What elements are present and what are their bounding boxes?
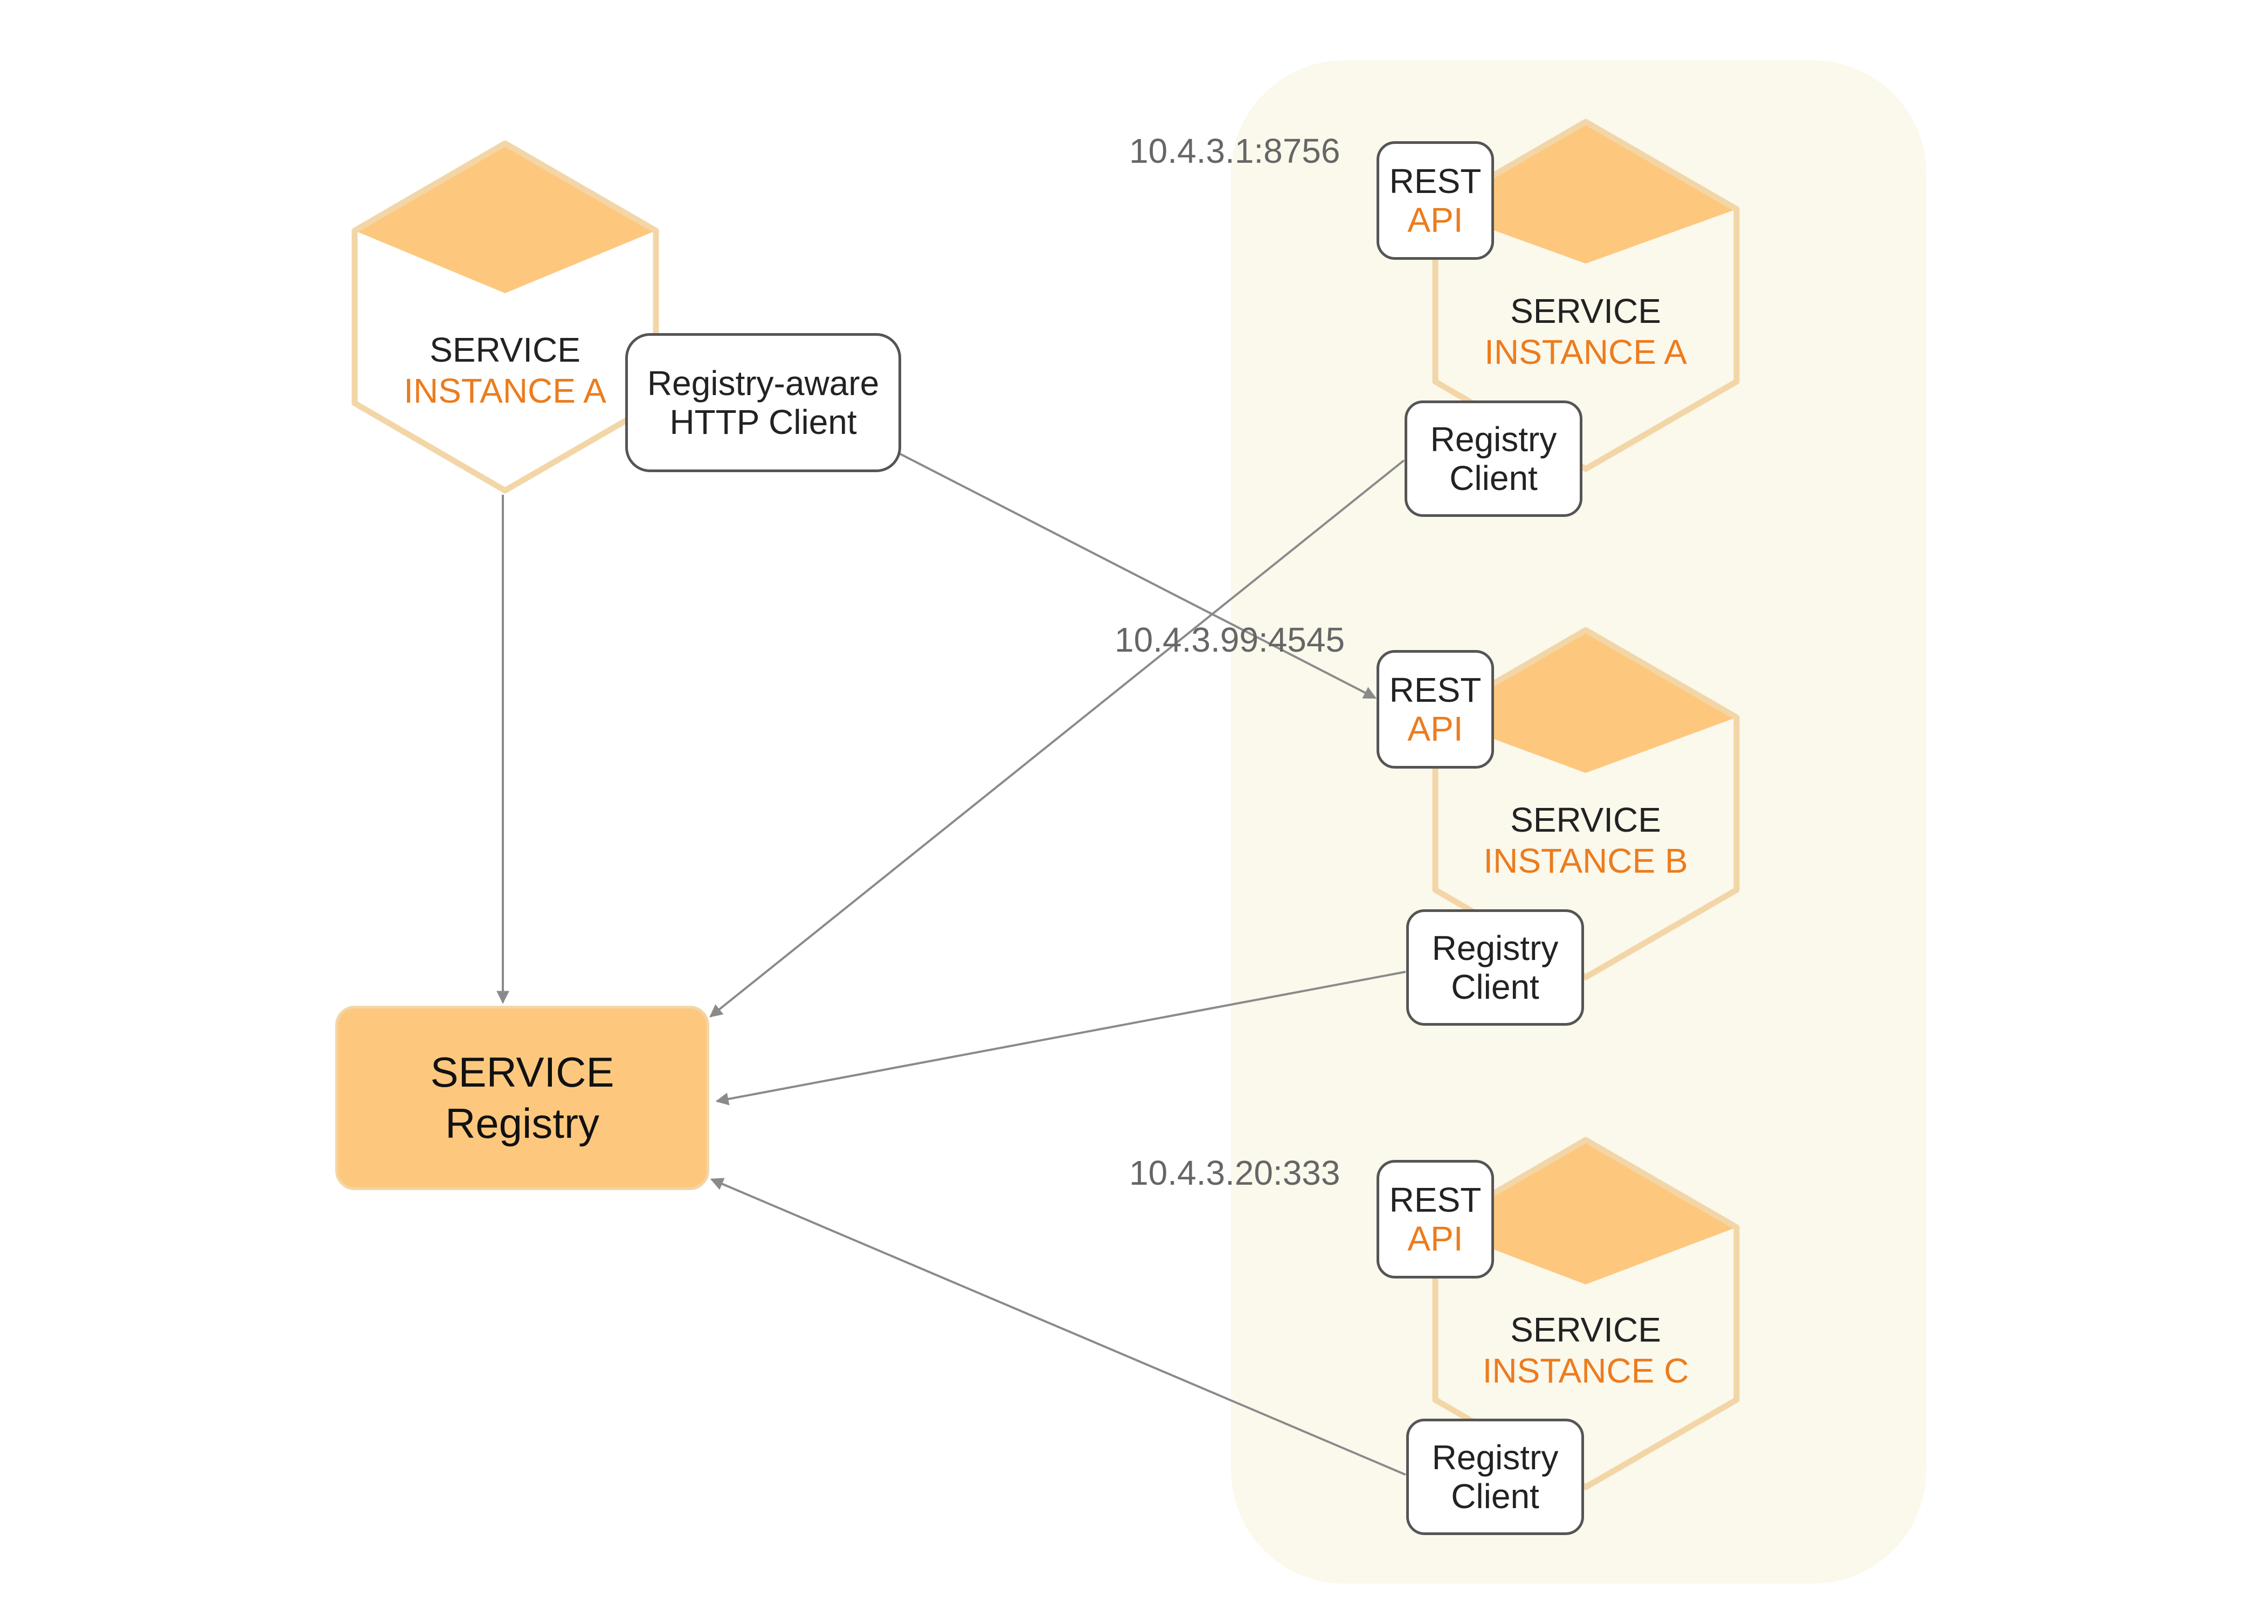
instance-c-title: SERVICE — [1510, 1310, 1661, 1349]
instance-a-registry-client-line2: Client — [1449, 459, 1538, 497]
http-client-label-line2: HTTP Client — [669, 403, 857, 441]
instance-a-registry-client-line1: Registry — [1430, 419, 1557, 459]
registry-subtitle: Registry — [445, 1100, 600, 1147]
client-service-label: SERVICE INSTANCE A — [386, 330, 624, 411]
instance-b-registry-client-line2: Client — [1451, 968, 1539, 1006]
instance-c-label: SERVICE INSTANCE C — [1467, 1310, 1704, 1391]
instance-a-ip-address: 10.4.3.1:8756 — [1129, 132, 1340, 170]
arrow-registry-client-c-to-registry — [710, 1178, 1406, 1476]
client-service-title: SERVICE — [430, 330, 580, 369]
instance-c-api-label: API — [1407, 1219, 1463, 1258]
instance-a-registry-client[interactable]: Registry Client — [1405, 400, 1582, 517]
instance-a-rest-api[interactable]: REST API — [1377, 141, 1494, 260]
instance-b-ip-address: 10.4.3.99:4545 — [1115, 620, 1345, 659]
instance-a-name: INSTANCE A — [1484, 332, 1687, 371]
arrow-registry-client-b-to-registry — [715, 971, 1406, 1105]
instance-c-registry-client-line1: Registry — [1432, 1438, 1559, 1477]
instance-c-registry-client-line2: Client — [1451, 1477, 1539, 1516]
instance-b-rest-api[interactable]: REST API — [1377, 650, 1494, 769]
instance-c-ip-address: 10.4.3.20:333 — [1129, 1153, 1340, 1192]
service-registry-box[interactable]: SERVICE Registry — [335, 1006, 709, 1190]
http-client-label-line1: Registry-aware — [647, 363, 880, 403]
instance-b-label: SERVICE INSTANCE B — [1467, 800, 1704, 881]
registry-aware-http-client[interactable]: Registry-aware HTTP Client — [625, 333, 901, 472]
instance-a-rest-label: REST — [1389, 161, 1482, 201]
instance-c-name: INSTANCE C — [1482, 1351, 1689, 1390]
instance-a-title: SERVICE — [1510, 292, 1661, 330]
arrow-registry-client-a-to-registry — [709, 459, 1405, 1018]
instance-b-title: SERVICE — [1510, 800, 1661, 839]
instance-b-name: INSTANCE B — [1483, 841, 1688, 880]
instance-c-rest-label: REST — [1389, 1180, 1482, 1219]
instance-a-api-label: API — [1407, 201, 1463, 239]
instance-c-rest-api[interactable]: REST API — [1377, 1160, 1494, 1279]
instance-b-api-label: API — [1407, 709, 1463, 748]
instance-a-label: SERVICE INSTANCE A — [1467, 291, 1704, 372]
client-service-hexagon — [351, 140, 659, 494]
instance-b-rest-label: REST — [1389, 670, 1482, 709]
instance-b-registry-client-line1: Registry — [1432, 928, 1559, 968]
arrow-http-client-to-rest-api-b — [895, 451, 1377, 699]
client-service-instance-name: INSTANCE A — [404, 371, 606, 410]
instance-b-registry-client[interactable]: Registry Client — [1406, 909, 1584, 1026]
registry-title: SERVICE — [430, 1048, 614, 1096]
instance-c-registry-client[interactable]: Registry Client — [1406, 1419, 1584, 1535]
